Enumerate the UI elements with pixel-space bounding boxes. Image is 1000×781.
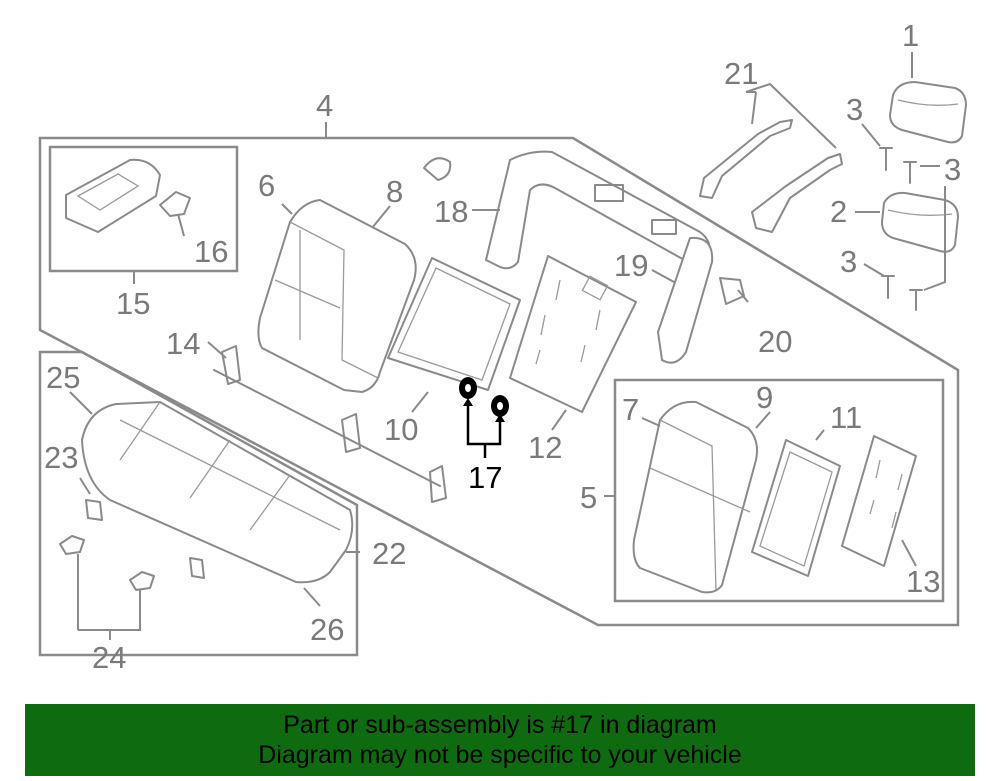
callout-10: 10 bbox=[384, 412, 418, 447]
callout-4: 4 bbox=[316, 88, 333, 123]
seat-cushion-25-26 bbox=[81, 401, 354, 584]
clip-20 bbox=[719, 277, 745, 305]
frame-18 bbox=[485, 150, 711, 270]
parts-diagram: 1 21 3 3 2 3 4 6 8 18 19 20 15 16 14 10 … bbox=[38, 18, 967, 675]
callout-8: 8 bbox=[386, 174, 403, 209]
callout-2: 2 bbox=[830, 194, 847, 229]
bracket-16 bbox=[159, 191, 191, 217]
callout-15: 15 bbox=[116, 286, 150, 321]
callout-25: 25 bbox=[46, 360, 80, 395]
assembly-22-outline bbox=[38, 350, 359, 657]
callout-16: 16 bbox=[194, 234, 228, 269]
callout-9: 9 bbox=[756, 380, 773, 415]
leader-lines bbox=[69, 52, 946, 640]
callout-11: 11 bbox=[830, 400, 862, 435]
callout-3b: 3 bbox=[944, 152, 961, 187]
callout-19: 19 bbox=[614, 248, 648, 283]
callout-21: 21 bbox=[724, 56, 758, 91]
pad-13 bbox=[841, 435, 917, 567]
grommet bbox=[423, 157, 452, 181]
frame-11 bbox=[751, 439, 841, 577]
armrest-15 bbox=[65, 158, 161, 233]
seatback-cover-6-8 bbox=[257, 199, 417, 393]
pad-12 bbox=[509, 255, 637, 413]
headrest-2 bbox=[881, 191, 959, 253]
callout-3c: 3 bbox=[840, 244, 857, 279]
callout-22: 22 bbox=[372, 536, 406, 571]
clip-cushion bbox=[189, 557, 205, 579]
brackets-21 bbox=[699, 119, 843, 233]
callout-3a: 3 bbox=[846, 92, 863, 127]
callout-26: 26 bbox=[310, 612, 344, 647]
callout-12: 12 bbox=[528, 430, 562, 465]
callout-1: 1 bbox=[902, 18, 919, 53]
callout-14: 14 bbox=[166, 326, 200, 361]
assembly-5-box bbox=[613, 378, 945, 603]
callout-23: 23 bbox=[44, 440, 78, 475]
rod-14 bbox=[213, 345, 447, 503]
callout-24: 24 bbox=[92, 640, 126, 675]
seatback-frame-10 bbox=[387, 257, 521, 391]
info-banner: Part or sub-assembly is #17 in diagram D… bbox=[25, 704, 975, 776]
callout-13: 13 bbox=[906, 564, 940, 599]
assembly-4-outline bbox=[38, 136, 960, 627]
leader-17 bbox=[463, 398, 505, 458]
callout-20: 20 bbox=[758, 324, 792, 359]
banner-line-1: Part or sub-assembly is #17 in diagram bbox=[283, 711, 717, 739]
banner-line-2: Diagram may not be specific to your vehi… bbox=[258, 741, 742, 769]
bolster-19 bbox=[657, 236, 714, 364]
callout-7: 7 bbox=[622, 392, 639, 427]
seatback-7-9 bbox=[632, 400, 758, 594]
clip-24a bbox=[59, 535, 85, 555]
callout-6: 6 bbox=[258, 168, 275, 203]
callout-5: 5 bbox=[580, 480, 597, 515]
callout-18: 18 bbox=[434, 194, 468, 229]
headrest-1 bbox=[889, 81, 967, 144]
clip-23 bbox=[85, 499, 103, 521]
assembly-15-box bbox=[48, 145, 239, 273]
clip-24b bbox=[129, 571, 155, 591]
callout-17: 17 bbox=[468, 460, 502, 495]
bushings-17 bbox=[459, 377, 509, 417]
